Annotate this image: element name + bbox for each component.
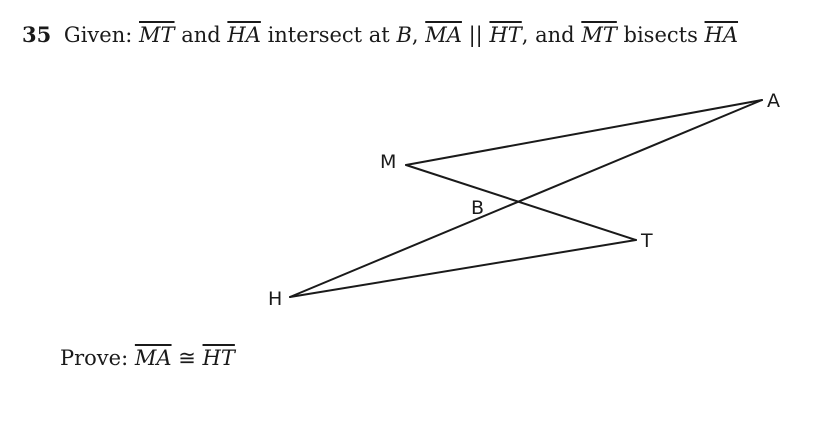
- prove-word: Prove:: [60, 346, 129, 370]
- segment-line-ha: [289, 99, 763, 298]
- given-statement: 35 Given: MT and HA intersect at B, MA |…: [22, 20, 738, 50]
- segment-line-mt: [405, 164, 637, 241]
- segment-ha: HA: [227, 23, 261, 47]
- prove-segment-ht: HT: [202, 346, 235, 370]
- segment-line-ma: [405, 99, 763, 166]
- label-a: A: [767, 90, 780, 112]
- bisects-text: bisects: [623, 23, 698, 47]
- segment-mt: MT: [139, 23, 175, 47]
- label-h: H: [268, 288, 282, 310]
- segment-mt-2: MT: [581, 23, 617, 47]
- segment-ma: MA: [425, 23, 462, 47]
- question-number: 35: [22, 22, 52, 47]
- and-word: and: [181, 23, 221, 47]
- label-b: B: [471, 197, 484, 219]
- intersect-text: intersect at: [267, 23, 390, 47]
- comma: ,: [411, 23, 419, 47]
- label-m: M: [380, 151, 396, 173]
- prove-statement: Prove: MA ≅ HT: [60, 343, 235, 373]
- point-b-text: B: [396, 23, 412, 47]
- parallel-symbol: ||: [468, 23, 483, 47]
- congruent-symbol: ≅: [178, 346, 196, 370]
- prove-segment-ma: MA: [134, 346, 172, 370]
- segment-ha-2: HA: [704, 23, 739, 47]
- segment-line-ht: [289, 239, 637, 298]
- label-t: T: [640, 230, 653, 252]
- and-word-2: , and: [521, 23, 575, 47]
- segment-ht: HT: [489, 23, 522, 47]
- given-word: Given:: [63, 23, 133, 47]
